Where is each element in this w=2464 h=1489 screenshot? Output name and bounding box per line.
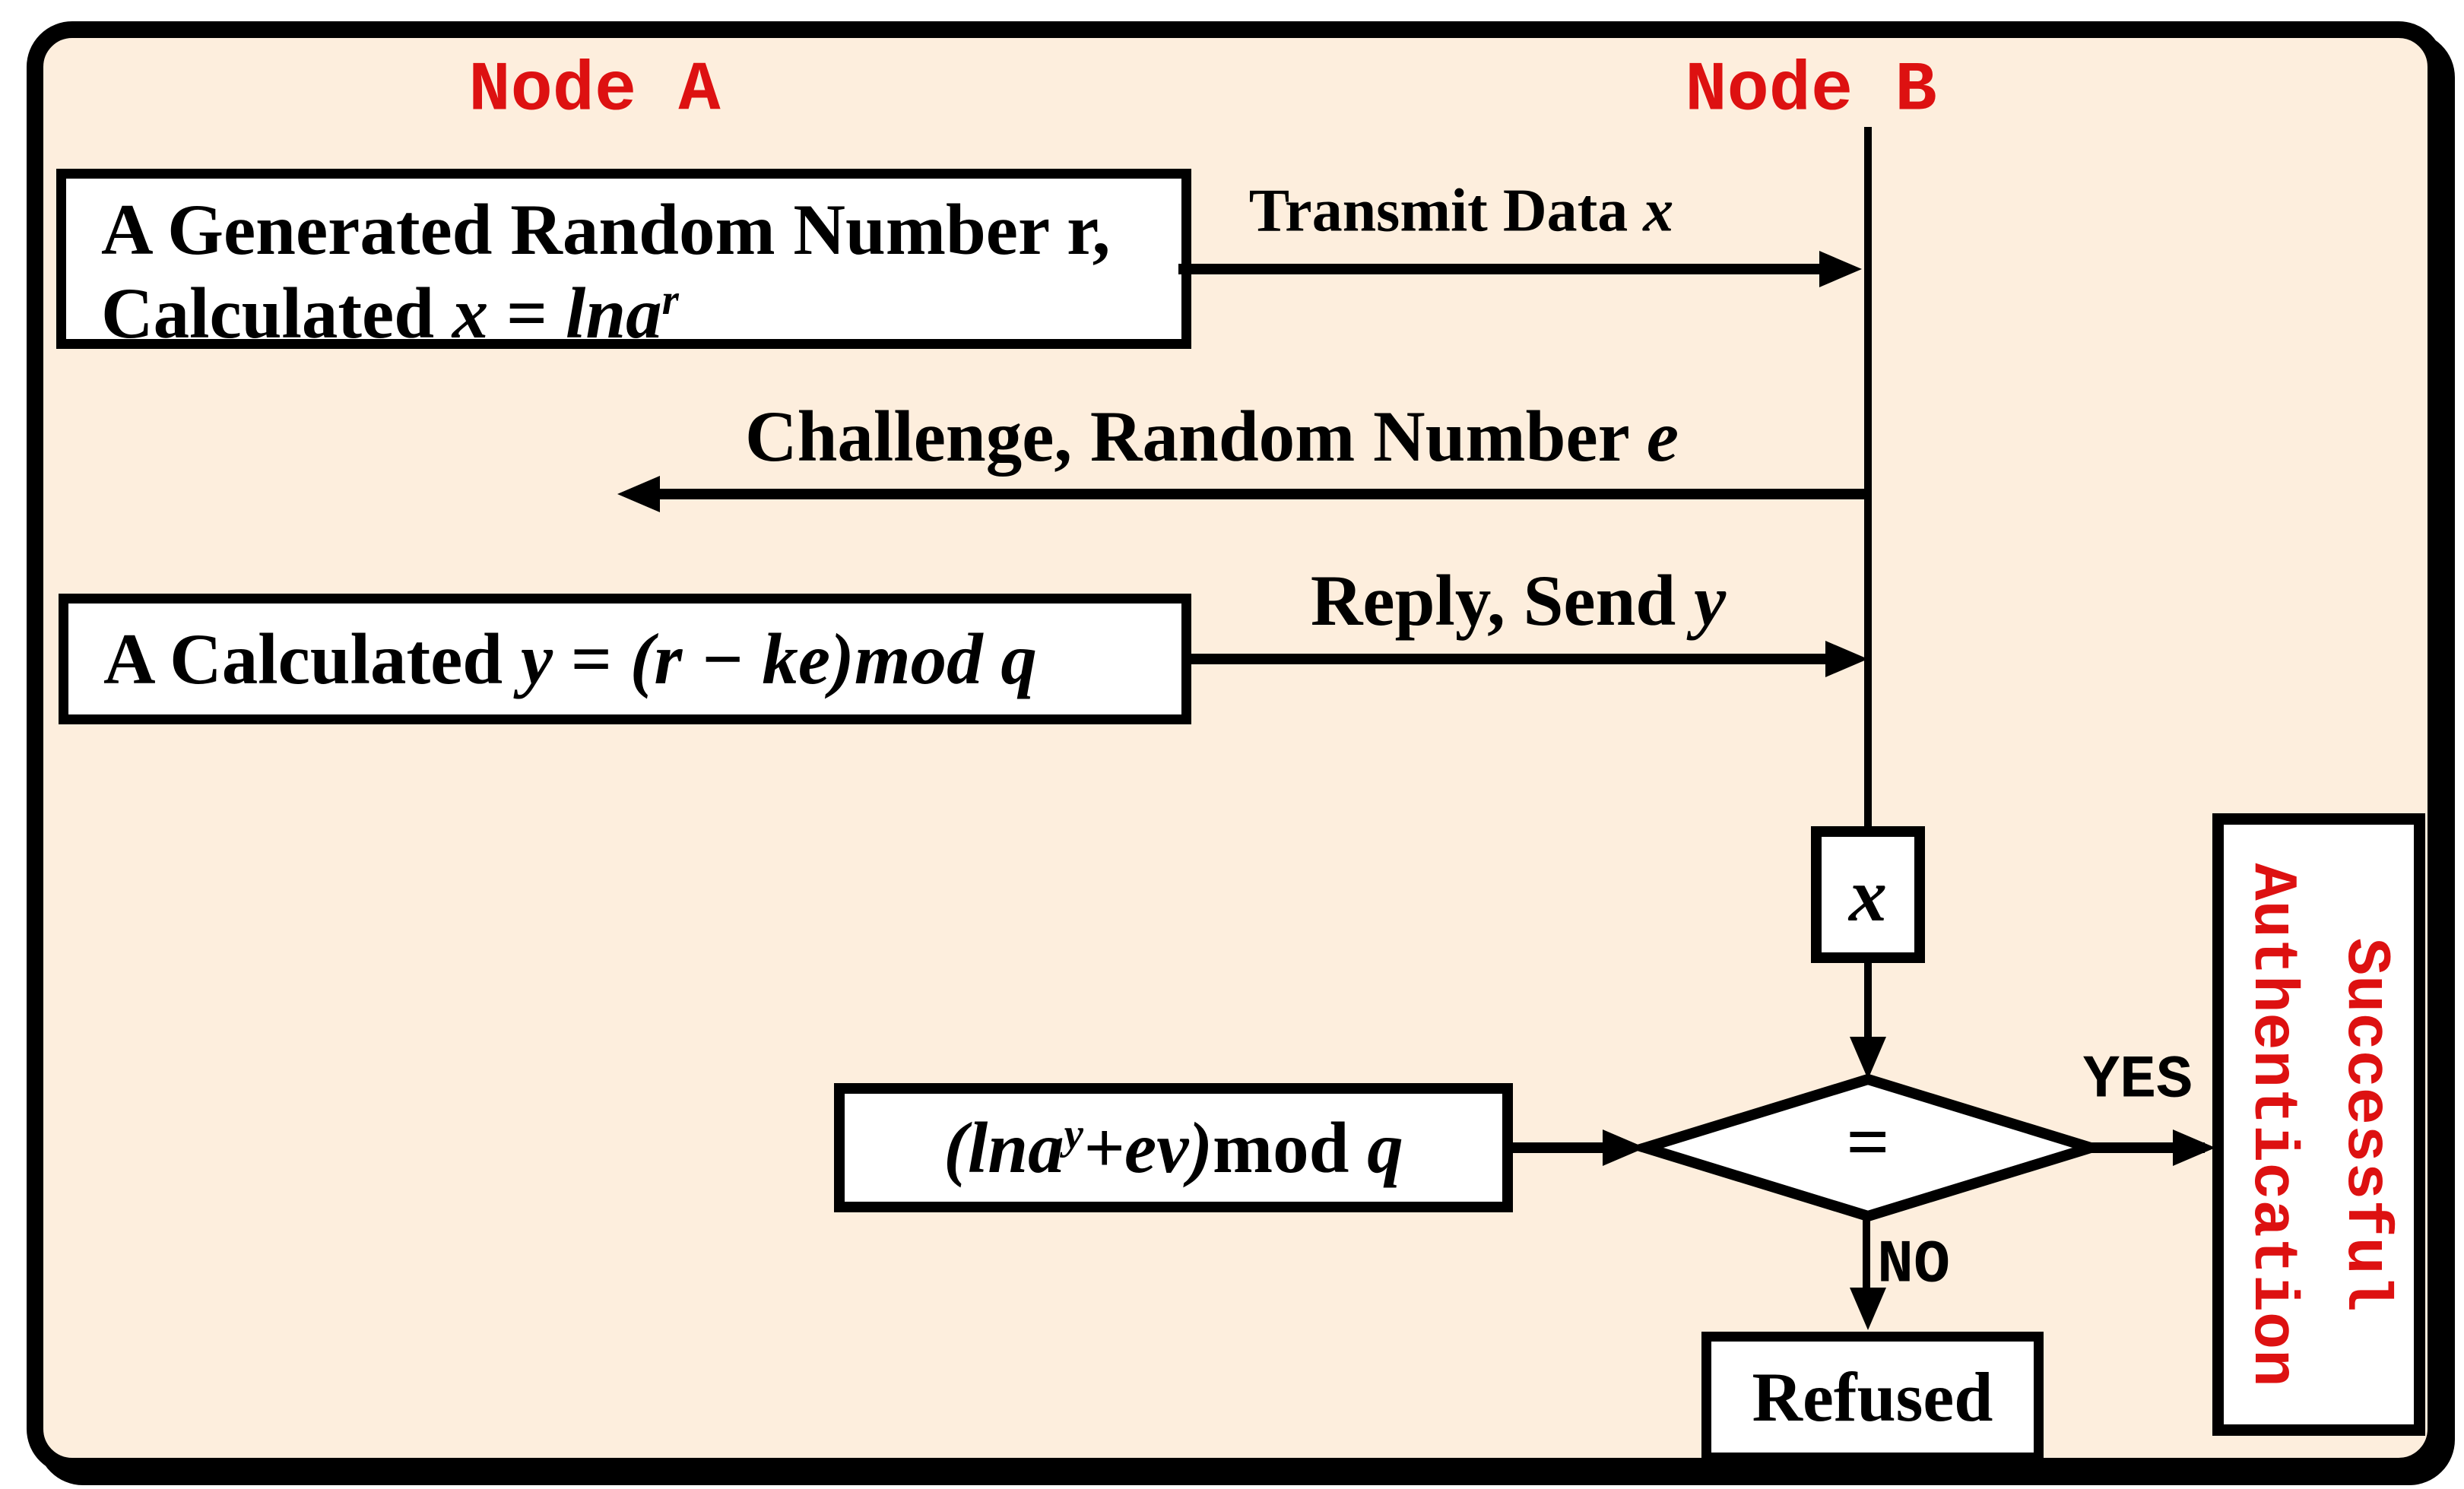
verify-formula-box: (lnay+ev)mod q: [834, 1083, 1513, 1212]
refused-box: Refused: [1701, 1332, 2044, 1462]
calc-y-expression: (r − ke)mod q: [629, 619, 1037, 699]
verify-mod: mod: [1213, 1107, 1368, 1188]
success-box: Successful Authentication: [2212, 813, 2425, 1436]
no-arrow-shaft: [1863, 1211, 1870, 1306]
no-label: NO: [1876, 1231, 1951, 1300]
challenge-var: e: [1646, 396, 1679, 477]
verify-open: (lna: [943, 1107, 1064, 1188]
challenge-arrow-label: Challenge, Random Number e: [745, 394, 1679, 478]
reply-arrow-shaft: [1191, 654, 1830, 664]
x-value-label: x: [1849, 852, 1887, 937]
transmit-text: Transmit Data: [1248, 177, 1644, 245]
yes-label: YES: [2082, 1046, 2193, 1116]
generate-random-line2: Calculated x = lnar: [101, 271, 1181, 366]
lifeline-arrowhead-icon: [1850, 1037, 1886, 1079]
node-b-label: Node B: [1685, 50, 1937, 131]
yes-arrowhead-icon: [2173, 1129, 2215, 1166]
exponent-y: y: [1064, 1110, 1083, 1158]
transmit-var: x: [1643, 177, 1674, 245]
verify-q: q: [1367, 1107, 1403, 1188]
var-x: x: [452, 273, 489, 353]
success-label: Successful Authentication: [2225, 836, 2412, 1414]
node-a-label: Node A: [468, 50, 721, 131]
challenge-arrowhead-icon: [617, 476, 660, 512]
challenge-text: Challenge, Random Number: [744, 396, 1647, 477]
no-arrowhead-icon: [1850, 1288, 1886, 1330]
x-value-box: x: [1811, 826, 1925, 963]
var-y: y: [520, 619, 553, 699]
reply-text: Reply, Send: [1310, 560, 1695, 641]
verify-arrow-shaft: [1513, 1142, 1608, 1153]
calc-y-equals: =: [553, 619, 630, 699]
equals-sign: =: [488, 273, 566, 353]
success-line2: Authentication: [2237, 863, 2307, 1386]
refused-label: Refused: [1752, 1358, 1993, 1436]
calculate-y-formula: A Calculated y = (r − ke)mod q: [103, 617, 1037, 701]
generate-random-line1: A Generated Random Number r,: [101, 189, 1111, 270]
calc-prefix: Calculated: [101, 273, 452, 353]
reply-arrowhead-icon: [1825, 641, 1868, 677]
node-b-lifeline: [1864, 127, 1872, 1039]
calc-y-prefix: A Calculated: [103, 619, 521, 699]
verify-mid: +ev): [1083, 1107, 1213, 1188]
generate-random-box: A Generated Random Number r, Calculated …: [56, 169, 1191, 353]
reply-arrow-label: Reply, Send y: [1311, 559, 1726, 642]
reply-var: y: [1694, 560, 1727, 641]
calculate-y-box: A Calculated y = (r − ke)mod q: [59, 594, 1191, 724]
transmit-arrow-label: Transmit Data x: [1249, 177, 1673, 246]
verify-formula: (lnay+ev)mod q: [943, 1106, 1403, 1190]
lna-base: lna: [565, 273, 662, 353]
transmit-arrow-shaft: [1178, 264, 1825, 274]
diagram-frame: Node A Node B A Generated Random Number …: [27, 21, 2444, 1475]
exponent-r: r: [661, 275, 679, 324]
challenge-arrow-shaft: [658, 489, 1868, 499]
transmit-arrowhead-icon: [1819, 251, 1862, 287]
success-line1: Successful: [2330, 937, 2401, 1312]
decision-equal-symbol: =: [1846, 1099, 1890, 1184]
